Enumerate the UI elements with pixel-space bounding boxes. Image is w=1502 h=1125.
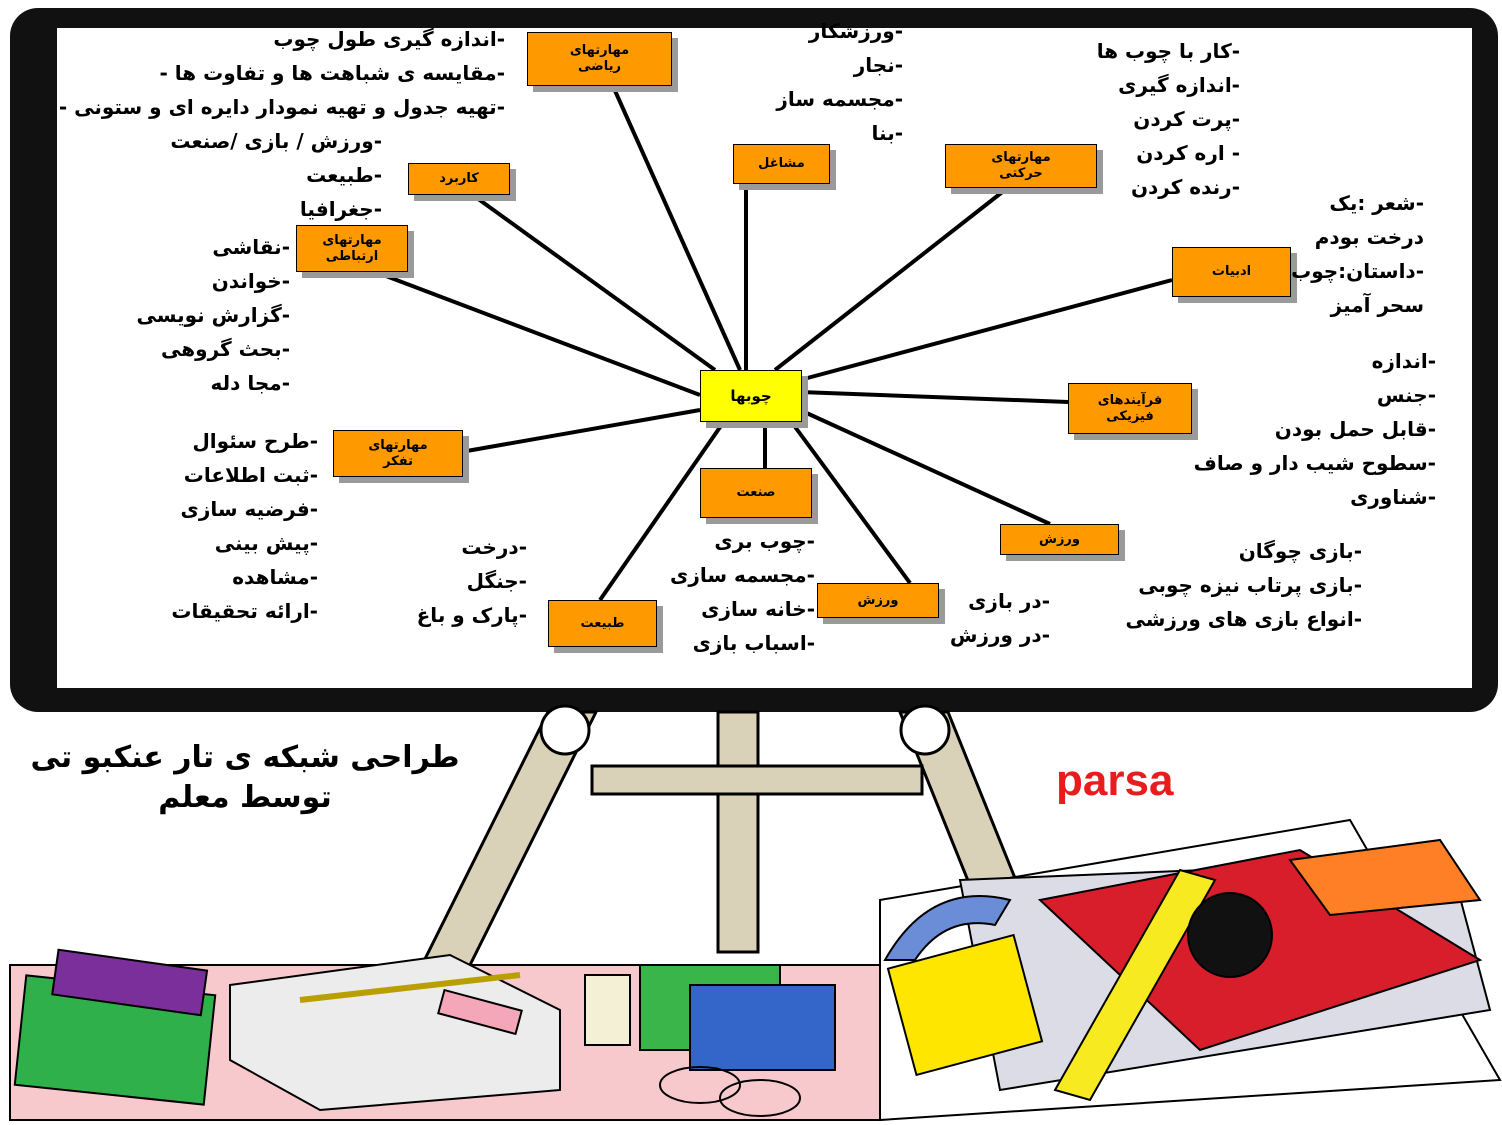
board-frame [10,8,1498,712]
connector-thinking [460,408,701,454]
list-item: -داستان:چوب [1291,259,1424,283]
list-item: -قابل حمل بودن [1274,417,1436,441]
node-motor: مهارتهای حرکتی [945,144,1097,188]
connector-literature [799,278,1173,382]
list-item: -تهیه جدول و تهیه نمودار دایره ای و ستون… [58,95,505,119]
list-item: -مجسمه ساز [776,87,903,111]
node-thinking: مهارتهای تفکر [333,430,463,477]
list-item: -در بازی [968,589,1050,613]
caption: طراحی شبکه ی تار عنکبو تی توسط معلم [20,738,470,818]
list-item: -مجا دله [210,371,290,395]
list-item: -اسباب بازی [692,631,815,655]
item-list-math: -اندازه گیری طول چوب -مقایسه ی شباهت ها و… [59,22,505,124]
node-literature: ادبیات [1172,247,1291,297]
list-item: -مشاهده [232,565,318,589]
connector-nature [598,418,727,602]
list-item: -خواندن [211,269,290,293]
item-list-thinking: -طرح سئوال -ثبت اطلاعات -فرضیه سازی -پیش بی… [171,424,318,628]
list-item: -جنگل [466,569,527,593]
list-item: -شناوری [1350,485,1436,509]
connector-motor [773,184,1012,372]
list-item: -نقاشی [212,235,290,259]
list-item: -رنده کردن [1130,175,1240,199]
item-list-motor: -کار با چوب ها -اندازه گیری -پرت کردن - اره… [1097,34,1240,204]
item-list-application: -ورزش / بازی /صنعت -طبیعت -جغرافیا [170,124,382,226]
list-item: -کار با چوب ها [1096,39,1240,63]
node-sport2: ورزش [1000,524,1119,555]
list-item: -پرت کردن [1133,107,1240,131]
list-item: -مقایسه ی شباهت ها و تفاوت ها - [159,61,505,85]
list-item: -بازی پرتاب نیزه چوبی [1138,573,1362,597]
list-item: - اره کردن [1136,141,1240,165]
item-list-literature: -شعر :یک درخت بودم -داستان:چوب سحر آمیز [1291,186,1424,322]
list-item: -بحث گروهی [161,337,290,361]
connector-application [468,191,717,372]
node-center: چوبها [700,370,802,422]
item-list-physical: -اندازه -جنس -قابل حمل بودن -سطوح شیب دار و… [1194,344,1436,514]
list-item: -طبیعت [306,163,382,187]
brand-watermark: parsa [1056,756,1174,805]
list-item: -پارک و باغ [416,603,527,627]
list-item: -فرضیه سازی [180,497,318,521]
node-math: مهارتهای ریاضی [527,32,672,86]
connector-sport1 [788,418,912,585]
list-item: -سطوح شیب دار و صاف [1193,451,1436,475]
node-communication: مهارتهای ارتباطی [296,225,408,272]
list-item: -ورزشکار [808,19,903,43]
list-item: سحر آمیز [1330,293,1424,317]
list-item: -چوب بری [714,529,815,553]
list-item: -شعر :یک [1329,191,1424,215]
node-sport1: ورزش [817,583,939,618]
list-item: -مجسمه سازی [670,563,815,587]
list-item: -ارائه تحقیقات [171,599,318,623]
list-item: -گزارش نویسی [136,303,290,327]
list-item: -انواع بازی های ورزشی [1125,607,1362,631]
list-item: -اندازه گیری [1118,73,1240,97]
connector-sport2 [799,408,1051,526]
list-item: -جنس [1376,383,1436,407]
list-item: -ثبت اطلاعات [183,463,318,487]
connector-math [610,83,742,371]
node-physical: فرآیندهای فیزیکی [1068,383,1192,434]
board [57,28,1472,688]
list-item: -خانه سازی [701,597,815,621]
list-item: درخت بودم [1314,225,1424,249]
caption-line-2: توسط معلم [158,780,332,815]
list-item: -جغرافیا [299,197,382,221]
connector-physical [799,390,1069,404]
list-item: -ورزش / بازی /صنعت [170,129,382,153]
list-item: -طرح سئوال [192,429,318,453]
item-list-nature: -درخت -جنگل -پارک و باغ [417,530,527,632]
list-item: -بنا [871,121,903,145]
item-list-communication: -نقاشی -خواندن -گزارش نویسی -بحث گروهی -مجا … [137,230,290,400]
item-list-industry: -چوب بری -مجسمه سازی -خانه سازی -اسباب بازی [670,524,815,660]
desk-supplies-right-icon [879,818,1502,1122]
list-item: -درخت [461,535,527,559]
node-industry: صنعت [700,468,812,518]
list-item: -اندازه گیری طول چوب [273,27,505,51]
item-list-jobs: -ورزشکار -نجار -مجسمه ساز -بنا [776,14,903,150]
list-item: -پیش بینی [214,531,318,555]
item-list-sport1: -در بازی -در ورزش [950,584,1050,652]
connector-communication [369,268,701,397]
desk-supplies-left-icon [9,948,881,1121]
node-nature: طبیعت [548,600,657,647]
node-jobs: مشاغل [733,144,830,184]
list-item: -نجار [853,53,903,77]
node-application: کاربرد [408,163,510,195]
caption-line-1: طراحی شبکه ی تار عنکبو تی [30,740,460,775]
list-item: -اندازه [1371,349,1436,373]
list-item: -بازی چوگان [1238,539,1362,563]
item-list-sport2: -بازی چوگان -بازی پرتاب نیزه چوبی -انواع ب… [1125,534,1362,636]
list-item: -در ورزش [949,623,1050,647]
